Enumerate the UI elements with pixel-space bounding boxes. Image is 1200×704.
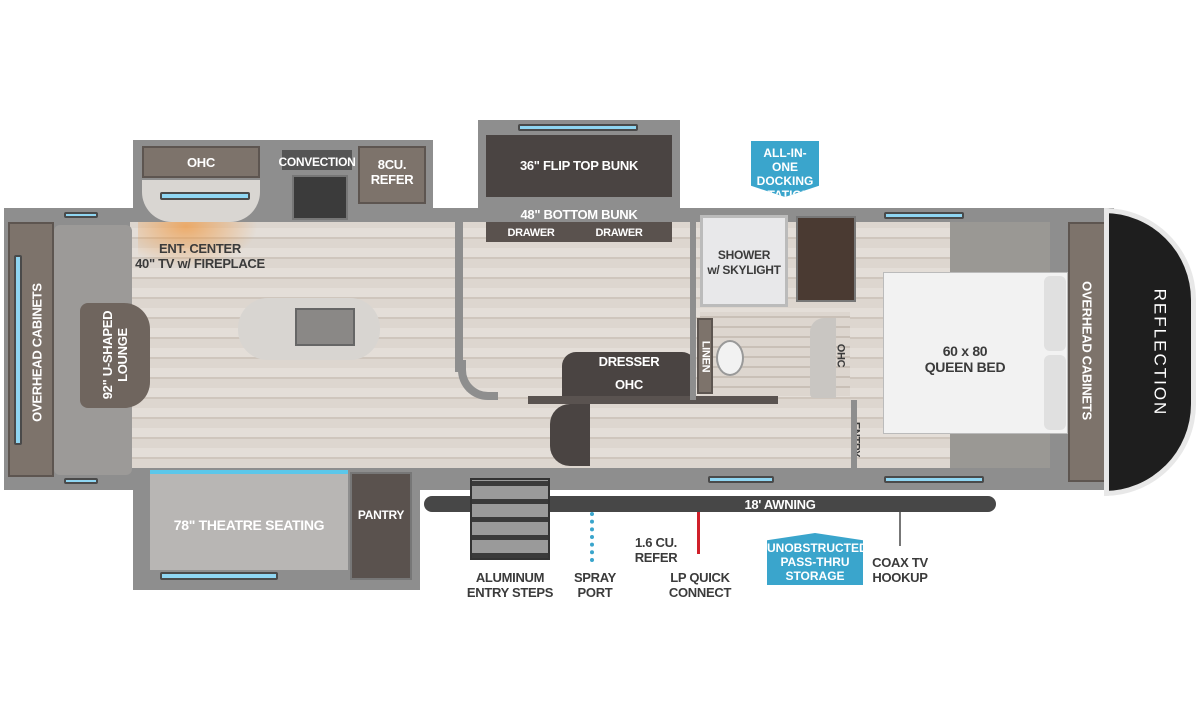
fireplace-glow [138, 222, 258, 267]
lounge-label: 92" U-SHAPED LOUNGE [100, 310, 130, 400]
dresser-wall [528, 396, 778, 404]
entry-door [851, 400, 857, 490]
awning [424, 496, 996, 512]
pass-thru-storage-callout: UNOBSTRUCTED PASS-THRU STORAGE [767, 533, 863, 585]
mini-refer-label: 1.6 CU. REFER [634, 535, 678, 565]
toilet-icon [716, 340, 744, 376]
shower [700, 215, 788, 307]
right-cabinets-label: OVERHEAD CABINETS [1079, 281, 1095, 420]
coax-label: COAX TV HOOKUP [872, 555, 928, 585]
lp-label: LP QUICK CONNECT [668, 570, 732, 600]
bath-wall [690, 210, 696, 400]
bath-ohc-label: OHC [834, 343, 847, 368]
lounge-window-top [64, 212, 98, 218]
bedroom-window-bottom [884, 476, 984, 483]
stove-icon [292, 175, 348, 220]
bunk-window [518, 124, 638, 131]
dresser [562, 352, 696, 396]
left-window [14, 255, 22, 445]
sink-icon [295, 308, 355, 346]
pantry-label: PANTRY [357, 508, 405, 522]
refrigerator [358, 146, 426, 204]
bunk-wall [455, 222, 463, 372]
refrigerator-label: 8CU. REFER [370, 157, 414, 187]
kitchen-ohc-label: OHC [187, 155, 215, 170]
awning-label: 18' AWNING [744, 497, 816, 512]
steps-label: ALUMINUM ENTRY STEPS [466, 570, 554, 600]
brand-logo: REFLECTION [1150, 288, 1170, 417]
linen-cabinet [697, 318, 713, 394]
shower-label: SHOWER w/ SKYLIGHT [707, 248, 781, 277]
lp-connect-icon [697, 512, 700, 554]
drawer-left-label: DRAWER [507, 227, 555, 239]
left-cabinets-label: OVERHEAD CABINETS [29, 283, 45, 422]
dresser-label: DRESSER [598, 354, 660, 369]
kitchen-counter [142, 180, 260, 222]
theatre-seating [150, 470, 348, 570]
lounge-window-bottom [64, 478, 98, 484]
bed-label: 60 x 80 QUEEN BED [924, 343, 1006, 375]
ent-center-label: ENT. CENTER 40" TV w/ FIREPLACE [135, 241, 265, 271]
bunk-drawers [486, 222, 672, 242]
theatre-window [160, 572, 278, 580]
bottom-bunk-label: 48" BOTTOM BUNK [520, 207, 638, 222]
bath-sink-icon [810, 318, 836, 398]
queen-bed [883, 272, 1068, 434]
flip-top-bunk-label: 36" FLIP TOP BUNK [519, 158, 639, 173]
theatre-label: 78" THEATRE SEATING [173, 517, 325, 533]
convection-label: CONVECTION [278, 155, 356, 169]
entry-steps [470, 478, 550, 560]
linen-label: LINEN [699, 340, 712, 373]
bedroom-window-top [884, 212, 964, 219]
lounge-table [80, 303, 150, 408]
flip-top-bunk [486, 135, 672, 197]
dresser-ohc-label: OHC [615, 377, 643, 392]
pillow-top [1044, 276, 1066, 351]
kitchen-ohc [142, 146, 260, 178]
bath-window [708, 476, 774, 483]
spray-port-icon [590, 512, 604, 562]
drawer-right-label: DRAWER [595, 227, 643, 239]
spray-port-label: SPRAY PORT [573, 570, 617, 600]
interior-door [550, 404, 590, 466]
kitchen-window [160, 192, 250, 200]
pantry [350, 472, 412, 580]
front-cap [1104, 208, 1196, 496]
docking-station-callout: ALL-IN-ONE DOCKING STATION [751, 141, 819, 197]
convection-oven [282, 150, 352, 170]
coax-hookup-icon [899, 512, 901, 546]
bunk-door [458, 360, 498, 400]
pillow-bottom [1044, 355, 1066, 430]
wardrobe [796, 216, 856, 302]
